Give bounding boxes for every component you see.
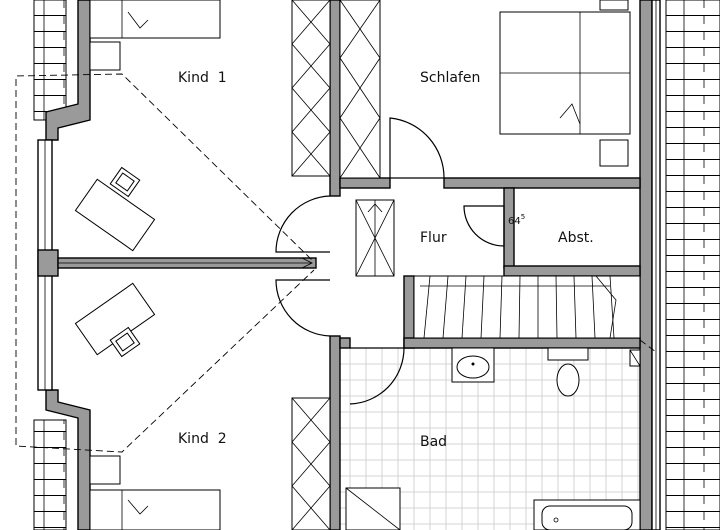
wardrobes [291, 0, 395, 530]
bathtub [533, 499, 641, 530]
washbasin [451, 347, 495, 383]
shower-tray [345, 487, 401, 530]
staircase [413, 275, 641, 339]
bed-kind1 [89, 0, 221, 71]
doors [275, 117, 505, 405]
dimension-label: 645 [508, 213, 525, 227]
roof-hatching-right [665, 0, 720, 530]
roof-outline-dashed [15, 73, 657, 453]
room-label-schlafen: Schlafen [420, 70, 480, 86]
room-label-flur: Flur [420, 230, 447, 246]
corridor-shelf [355, 199, 395, 277]
toilet [547, 347, 589, 397]
exterior-walls [37, 0, 661, 530]
roof-hatching-left-bottom [33, 419, 67, 530]
roof-hatching-left-top [33, 0, 67, 121]
desk-kind1 [74, 166, 156, 252]
desk-kind2 [74, 282, 156, 358]
room-label-abst: Abst. [558, 230, 594, 246]
bed-schlafen [499, 0, 631, 167]
corridor-arrow [58, 257, 313, 269]
bed-kind2 [89, 455, 221, 530]
room-label-kind1: Kind 1 [178, 70, 227, 86]
room-label-kind2: Kind 2 [178, 431, 227, 447]
room-label-bad: Bad [420, 434, 447, 450]
chimney-duct [629, 349, 641, 367]
